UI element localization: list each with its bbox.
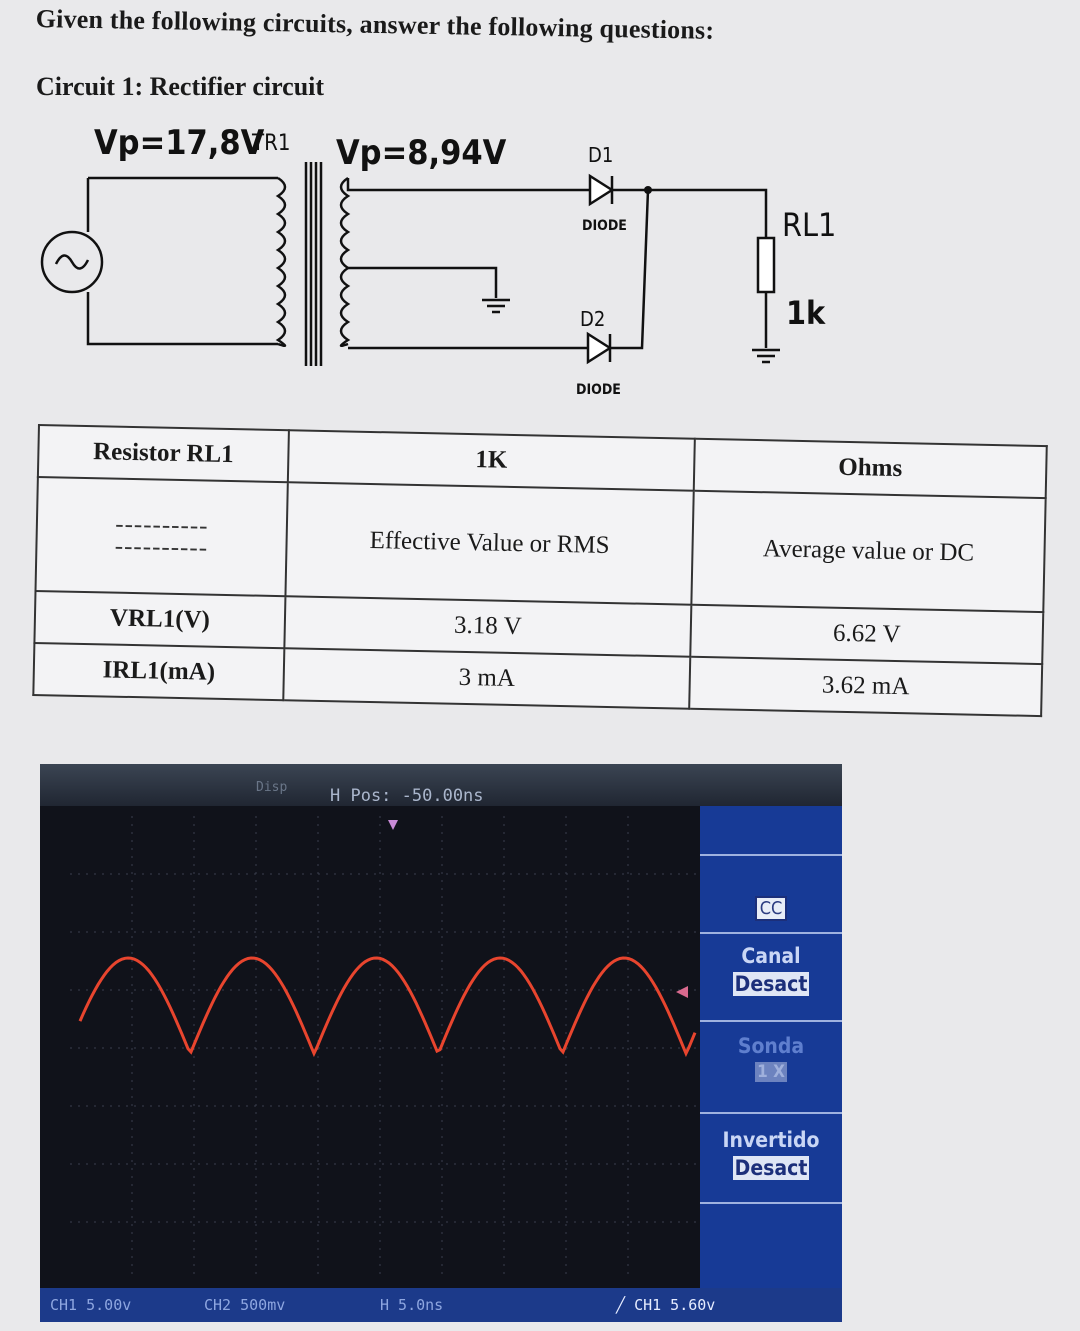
scope-side-menu: CC Canal Desact Sonda 1 X Invertido Desa… bbox=[700, 806, 842, 1288]
coupling-menu-item[interactable]: CC bbox=[700, 854, 842, 936]
scope-screen bbox=[70, 816, 700, 1276]
canal-value: Desact bbox=[732, 972, 810, 996]
table-cell: 3.62 mA bbox=[689, 656, 1043, 717]
horizontal-position-marker-icon bbox=[388, 820, 398, 830]
vp-secondary-label: Vp=8,94V bbox=[336, 133, 507, 173]
table-cell: 6.62 V bbox=[690, 604, 1044, 665]
ac-source-icon bbox=[40, 230, 104, 294]
circuit-title: Circuit 1: Rectifier circuit bbox=[36, 72, 325, 101]
trigger-readout: ╱ CH1 5.60v bbox=[616, 1296, 716, 1314]
time-scale-readout: H 5.0ns bbox=[380, 1296, 444, 1314]
table-cell: Ohms bbox=[693, 438, 1047, 499]
blank-menu-item[interactable] bbox=[700, 1202, 842, 1290]
d1-type-label: DIODE bbox=[582, 218, 627, 234]
vp-primary-label: Vp=17,8V bbox=[94, 123, 265, 163]
scope-status-bar: CH1 5.00v CH2 500mv H 5.0ns ╱ CH1 5.60v bbox=[40, 1288, 842, 1322]
table-cell: IRL1(mA) bbox=[33, 642, 285, 701]
secondary-coil-icon bbox=[339, 176, 351, 348]
table-cell: ---------- ---------- bbox=[35, 477, 288, 597]
table-cell: 3.18 V bbox=[284, 596, 692, 657]
trigger-value: CH1 5.60v bbox=[634, 1296, 716, 1314]
invertido-value: Desact bbox=[732, 1156, 810, 1180]
oscilloscope-photo: Disp H Pos: -50.00ns CC Canal Desact Son… bbox=[40, 764, 842, 1322]
primary-coil-icon bbox=[275, 176, 287, 348]
trigger-marker-icon bbox=[676, 986, 688, 998]
table-cell: Average value or DC bbox=[691, 490, 1046, 613]
ch2-scale-readout: CH2 500mv bbox=[204, 1296, 286, 1314]
d2-diode-icon bbox=[586, 331, 613, 365]
rl1-value-label: 1k bbox=[786, 294, 826, 332]
table-cell: 3 mA bbox=[283, 648, 691, 709]
question-title: Given the following circuits, answer the… bbox=[35, 4, 715, 45]
coupling-value: CC bbox=[754, 896, 788, 921]
disp-label: Disp bbox=[256, 780, 288, 795]
rectifier-schematic: Vp=17,8V TR1 Vp=8,94V D1 DIODE D2 DIODE … bbox=[40, 123, 836, 398]
sonda-menu-item[interactable]: Sonda 1 X bbox=[700, 1020, 842, 1114]
table-cell: 1K bbox=[287, 430, 695, 491]
results-table: Resistor RL1 1K Ohms ---------- --------… bbox=[32, 424, 1048, 718]
invertido-menu-item[interactable]: Invertido Desact bbox=[700, 1112, 842, 1204]
rl1-resistor-icon bbox=[756, 236, 776, 294]
table-cell: VRL1(V) bbox=[34, 590, 286, 649]
table-cell: Resistor RL1 bbox=[37, 425, 289, 483]
ch1-scale-readout: CH1 5.00v bbox=[50, 1296, 132, 1314]
table-row: ---------- ---------- Effective Value or… bbox=[35, 477, 1046, 613]
rl1-label: RL1 bbox=[782, 206, 836, 244]
d2-label: D2 bbox=[580, 307, 605, 331]
invertido-label: Invertido bbox=[722, 1128, 820, 1152]
canal-menu-item[interactable]: Canal Desact bbox=[700, 932, 842, 1022]
sonda-value: 1 X bbox=[755, 1062, 787, 1082]
d1-diode-icon bbox=[588, 173, 615, 207]
table-cell: Effective Value or RMS bbox=[285, 482, 694, 605]
transformer-label: TR1 bbox=[251, 131, 290, 156]
rectified-waveform-trace bbox=[78, 956, 697, 1058]
d1-label: D1 bbox=[588, 143, 613, 167]
dashes-text: ---------- ---------- bbox=[114, 510, 209, 562]
scope-top-bar bbox=[40, 764, 842, 806]
sonda-label: Sonda bbox=[737, 1034, 805, 1058]
d2-type-label: DIODE bbox=[576, 382, 621, 398]
h-pos-readout: H Pos: -50.00ns bbox=[330, 786, 484, 806]
canal-label: Canal bbox=[741, 944, 801, 968]
